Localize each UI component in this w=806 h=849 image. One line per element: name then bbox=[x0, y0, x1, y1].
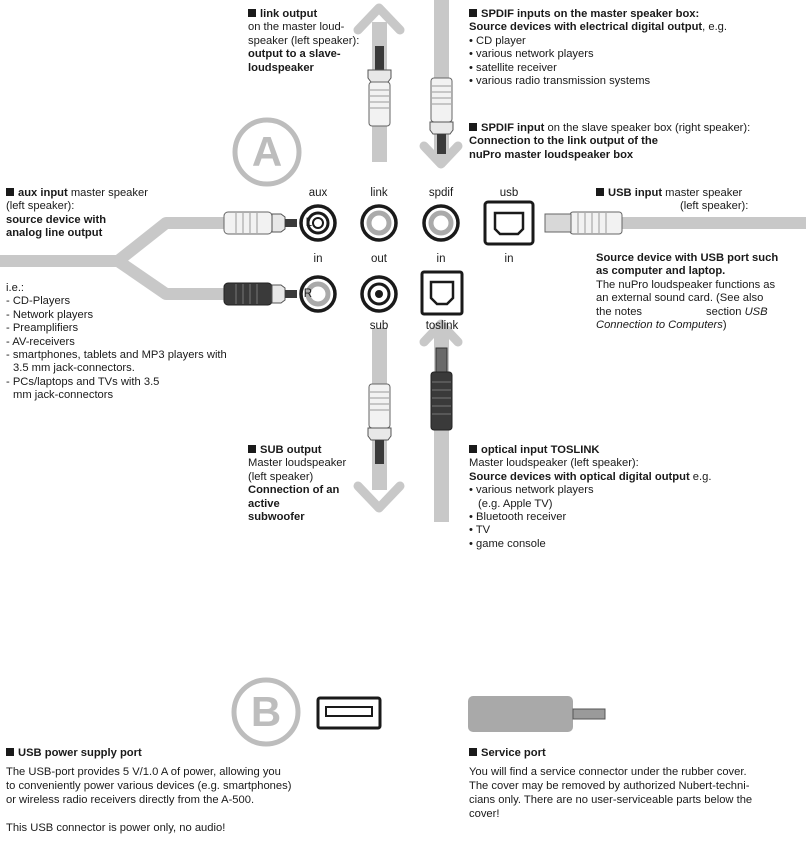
list-item: • various network players (e.g. Apple TV… bbox=[469, 484, 594, 510]
list-item: • CD player bbox=[469, 34, 526, 47]
usb-cable bbox=[544, 211, 806, 235]
service-port-icon bbox=[468, 696, 606, 732]
jack-aux-right bbox=[299, 275, 337, 313]
list-item: • various radio transmission systems bbox=[469, 75, 651, 88]
badge-a bbox=[232, 117, 302, 187]
link-output-text: link output on the master loud- speaker … bbox=[248, 8, 360, 74]
usb-input-text: Source device with USB port such as comp… bbox=[596, 252, 779, 332]
spdif-rca-plug bbox=[429, 77, 454, 154]
port-label-aux: aux bbox=[308, 187, 328, 199]
optical-device-list: • various network players (e.g. Apple TV… bbox=[469, 484, 799, 551]
usb-a-port-icon bbox=[316, 696, 382, 730]
list-item: - PCs/laptops and TVs with 3.5 mm jack-c… bbox=[6, 375, 160, 402]
service-port-section: Service port You will find a service con… bbox=[469, 747, 753, 820]
jack-spdif-in bbox=[422, 204, 460, 242]
list-item: - Preamplifiers bbox=[6, 322, 79, 335]
port-label-link: link bbox=[370, 187, 388, 199]
bullet-square-icon bbox=[469, 123, 477, 131]
usb-input-heading: USB input master speaker (left speaker): bbox=[596, 187, 801, 214]
port-label-toslink: toslink bbox=[425, 320, 459, 332]
bullet-square-icon bbox=[6, 748, 14, 756]
jack-toslink bbox=[420, 270, 464, 316]
port-label-usb: usb bbox=[499, 187, 519, 199]
bullet-square-icon bbox=[248, 9, 256, 17]
port-dir-link: out bbox=[371, 253, 387, 265]
jack-sub-out bbox=[360, 275, 398, 313]
link-rca-plug bbox=[367, 46, 392, 127]
jack-aux-left bbox=[299, 204, 337, 242]
aux-plug-right bbox=[223, 282, 297, 306]
spdif-device-list: • CD player • various network players • … bbox=[469, 35, 799, 89]
list-item: - Network players bbox=[6, 308, 94, 321]
spdif-slave-text: SPDIF input on the slave speaker box (ri… bbox=[469, 122, 751, 161]
channel-left: L bbox=[305, 217, 312, 229]
spdif-inputs-text: SPDIF inputs on the master speaker box: … bbox=[469, 8, 799, 88]
list-item: • various network players bbox=[469, 48, 594, 61]
port-label-spdif: spdif bbox=[428, 187, 454, 199]
aux-plug-left bbox=[223, 211, 297, 235]
usb-power-section: USB power supply port The USB-port provi… bbox=[6, 747, 292, 834]
aux-y-cable bbox=[0, 217, 230, 300]
aux-device-list: - CD-Players - Network players - Preampl… bbox=[6, 295, 246, 402]
sub-rca-plug bbox=[367, 383, 392, 464]
bullet-square-icon bbox=[248, 445, 256, 453]
channel-right: R bbox=[303, 288, 312, 300]
badge-b-letter: B bbox=[250, 688, 282, 735]
sub-output-text: SUB output Master loudspeaker (left spea… bbox=[248, 444, 347, 524]
jack-link-out bbox=[360, 204, 398, 242]
list-item: • satellite receiver bbox=[469, 61, 557, 74]
port-dir-spdif: in bbox=[436, 253, 446, 265]
toslink-plug bbox=[430, 347, 453, 431]
list-item: - smartphones, tablets and MP3 players w… bbox=[6, 349, 227, 375]
bullet-square-icon bbox=[469, 9, 477, 17]
optical-input-text: optical input TOSLINK Master loudspeaker… bbox=[469, 444, 799, 551]
badge-a-letter: A bbox=[251, 128, 283, 175]
list-item: • game console bbox=[469, 537, 546, 550]
badge-b bbox=[231, 677, 301, 747]
port-dir-usb: in bbox=[504, 253, 514, 265]
list-item: • Bluetooth receiver bbox=[469, 511, 567, 524]
port-dir-aux: in bbox=[313, 253, 323, 265]
bullet-square-icon bbox=[6, 188, 14, 196]
jack-usb-b bbox=[483, 200, 535, 246]
list-item: - CD-Players bbox=[6, 295, 71, 308]
list-item: - AV-receivers bbox=[6, 335, 75, 348]
bullet-square-icon bbox=[469, 445, 477, 453]
bullet-square-icon bbox=[469, 748, 477, 756]
aux-device-list-text: i.e.: - CD-Players - Network players - P… bbox=[6, 282, 246, 403]
aux-input-text: aux input master speaker (left speaker):… bbox=[6, 187, 148, 240]
port-label-sub: sub bbox=[369, 320, 389, 332]
bullet-square-icon bbox=[596, 188, 604, 196]
list-item: • TV bbox=[469, 524, 491, 537]
